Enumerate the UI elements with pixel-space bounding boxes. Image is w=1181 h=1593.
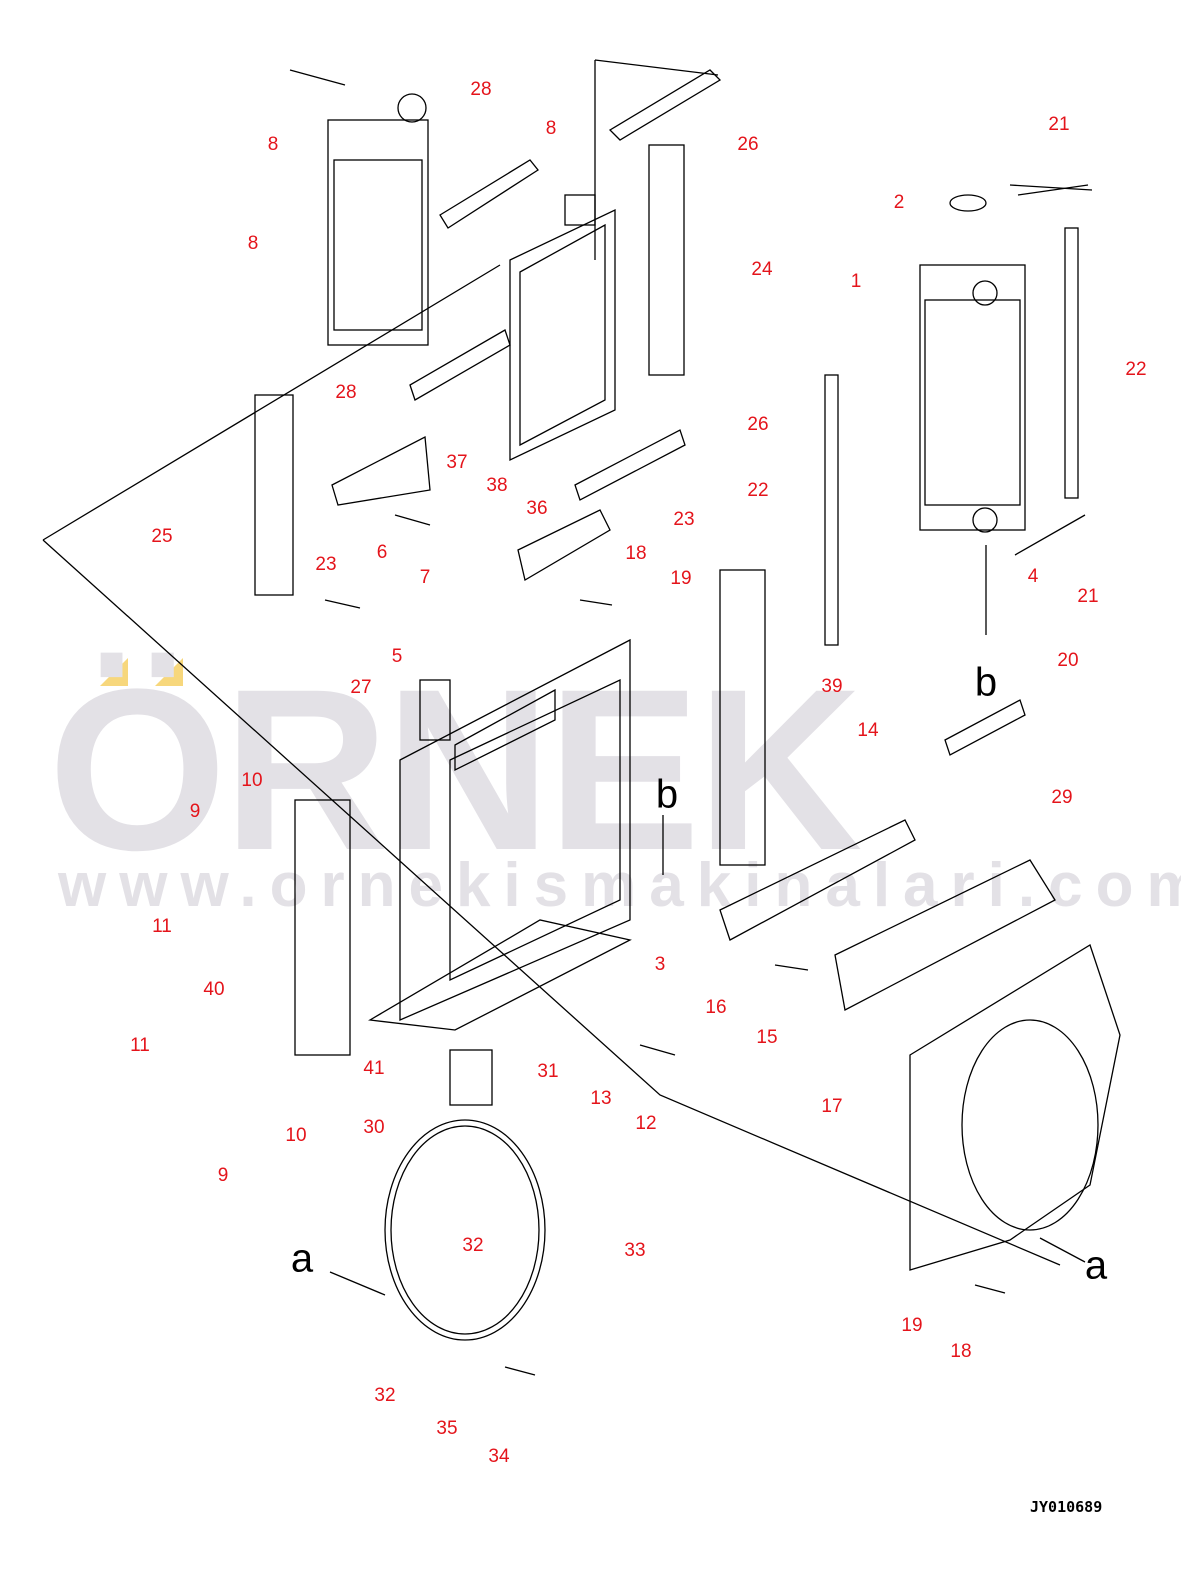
drawing-code: JY010689 (1030, 1498, 1103, 1516)
part-number-label: 10 (241, 770, 263, 791)
part-number-label: 12 (635, 1113, 657, 1134)
part-number-label: 11 (152, 916, 172, 937)
part-number-label: 15 (756, 1027, 778, 1048)
part-number-label: 8 (247, 233, 259, 254)
radiator-frame (368, 638, 632, 1031)
part-number-label: 39 (821, 676, 843, 697)
part-number-label: 22 (1125, 359, 1147, 380)
fan-shroud (909, 944, 1121, 1271)
part-number-label: 32 (374, 1385, 396, 1406)
part-number-label: 6 (376, 542, 388, 563)
part-number-label: 26 (747, 414, 769, 435)
part-number-label: 40 (203, 979, 225, 1000)
part-number-label: 35 (436, 1418, 458, 1439)
oil-cooler-middle (509, 194, 616, 462)
part-number-label: 13 (590, 1088, 612, 1109)
part-number-label: 28 (470, 79, 492, 100)
part-number-label: 1 (850, 271, 862, 292)
oil-cooler-left (327, 93, 429, 346)
part-number-label: 22 (747, 480, 769, 501)
part-number-label: 19 (901, 1315, 923, 1336)
part-number-label: 10 (285, 1125, 307, 1146)
watermark-dots (100, 658, 210, 693)
view-letter-a: a (290, 1236, 314, 1281)
part-number-label: 17 (821, 1096, 843, 1117)
part-number-label: 24 (751, 259, 773, 280)
part-number-label: 38 (486, 475, 508, 496)
part-number-label: 5 (391, 646, 403, 667)
part-number-label: 33 (624, 1240, 646, 1261)
part-number-label: 9 (189, 801, 201, 822)
part-number-label: 32 (462, 1235, 484, 1256)
part-number-label: 9 (217, 1165, 229, 1186)
part-number-label: 29 (1051, 787, 1073, 808)
part-number-label: 20 (1057, 650, 1079, 671)
part-number-label: 11 (130, 1035, 150, 1056)
part-number-label: 8 (267, 134, 279, 155)
view-letter-b: b (655, 772, 679, 817)
fan-ring (384, 1119, 546, 1341)
part-number-label: 37 (446, 452, 468, 473)
part-number-label: 21 (1077, 586, 1099, 607)
part-number-label: 36 (526, 498, 548, 519)
part-number-label: 14 (857, 720, 879, 741)
part-number-label: 18 (950, 1341, 972, 1362)
part-number-label: 7 (419, 567, 431, 588)
part-number-label: 34 (488, 1446, 510, 1467)
part-number-label: 23 (673, 509, 695, 530)
part-number-label: 21 (1048, 114, 1070, 135)
part-number-label: 30 (363, 1117, 385, 1138)
part-number-label: 27 (350, 677, 372, 698)
view-letter-a: a (1084, 1243, 1108, 1288)
part-number-label: 2 (893, 192, 905, 213)
part-number-label: 28 (335, 382, 357, 403)
part-number-label: 18 (625, 543, 647, 564)
part-number-label: 19 (670, 568, 692, 589)
part-number-label: 23 (315, 554, 337, 575)
radiator (919, 194, 1026, 533)
part-number-label: 26 (737, 134, 759, 155)
view-letter-b: b (974, 660, 998, 705)
part-number-label: 3 (654, 954, 666, 975)
part-number-label: 8 (545, 118, 557, 139)
part-number-label: 31 (537, 1061, 559, 1082)
part-number-label: 41 (363, 1058, 385, 1079)
part-number-label: 16 (705, 997, 727, 1018)
part-number-label: 25 (151, 526, 173, 547)
part-number-label: 4 (1027, 566, 1039, 587)
